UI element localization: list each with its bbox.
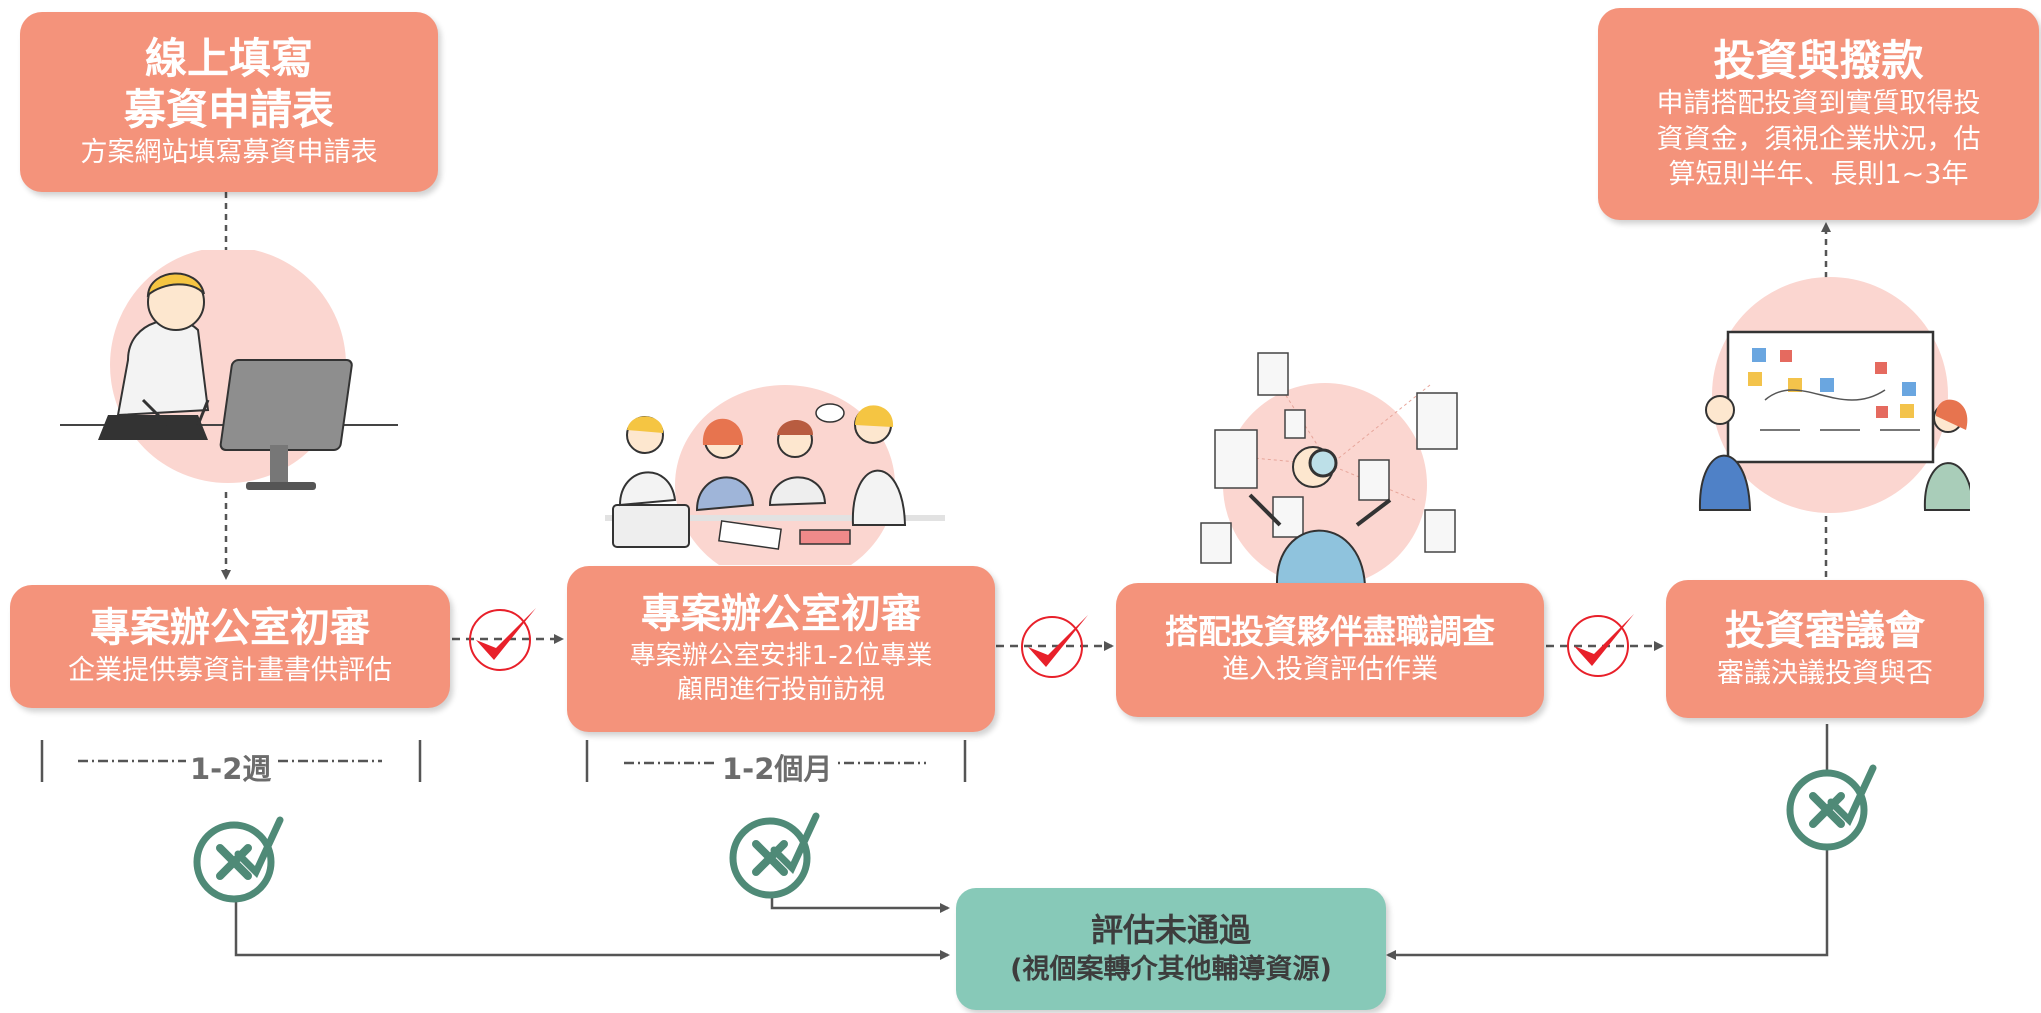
step-initial-review-subtitle: 企業提供募資計畫書供評估 bbox=[68, 655, 392, 687]
reject-x-circle-icon bbox=[193, 816, 284, 903]
step-funding-subtitle-line3: 算短則半年、長則1~3年 bbox=[1668, 159, 1969, 191]
step-funding-subtitle-line1: 申請搭配投資到實質取得投 bbox=[1656, 88, 1981, 120]
step-funding-title: 投資與撥款 bbox=[1713, 35, 1924, 85]
step-funding-subtitle-line2: 資資金，須視企業狀況，估 bbox=[1656, 123, 1981, 155]
step-online-form: 線上填寫 募資申請表 方案網站填寫募資申請表 bbox=[20, 12, 438, 192]
step-committee: 投資審議會 審議決議投資與否 bbox=[1666, 580, 1984, 718]
step-office-visit-title: 專案辦公室初審 bbox=[641, 591, 921, 638]
check-mark-icon bbox=[1021, 615, 1088, 678]
step-initial-review: 專案辦公室初審 企業提供募資計畫書供評估 bbox=[10, 585, 450, 708]
step-funding: 投資與撥款 申請搭配投資到實質取得投 資資金，須視企業狀況，估 算短則半年、長則… bbox=[1598, 8, 2039, 220]
step-committee-title: 投資審議會 bbox=[1725, 607, 1925, 654]
step-online-form-title-line1: 線上填寫 bbox=[144, 33, 313, 83]
step-online-form-subtitle: 方案網站填寫募資申請表 bbox=[80, 137, 378, 169]
duration-bracket-2 bbox=[585, 740, 967, 782]
step-due-diligence-subtitle: 進入投資評估作業 bbox=[1222, 654, 1438, 686]
step-office-visit-subtitle-line2: 顧問進行投前訪視 bbox=[676, 675, 885, 706]
duration-label-1: 1-2週 bbox=[186, 746, 276, 788]
magnifier-investigation-illustration bbox=[1200, 352, 1458, 585]
check-mark-icon bbox=[469, 608, 536, 671]
step-due-diligence-title: 搭配投資夥伴盡職調查 bbox=[1165, 612, 1495, 652]
step-committee-subtitle: 審議決議投資與否 bbox=[1717, 657, 1933, 689]
step-due-diligence: 搭配投資夥伴盡職調查 進入投資評估作業 bbox=[1116, 583, 1544, 717]
reject-x-circle-icon bbox=[729, 812, 820, 899]
whiteboard-presentation-illustration bbox=[1698, 277, 1970, 513]
duration-label-2: 1-2個月 bbox=[718, 746, 837, 788]
check-mark-icon bbox=[1567, 614, 1634, 677]
assessment-failed-box: 評估未通過 (視個案轉介其他輔導資源) bbox=[956, 888, 1386, 1010]
assessment-failed-note: (視個案轉介其他輔導資源) bbox=[1010, 954, 1332, 986]
team-meeting-illustration bbox=[605, 385, 945, 565]
reject-route-3 bbox=[1386, 724, 1829, 960]
step-online-form-title-line2: 募資申請表 bbox=[123, 85, 334, 135]
reject-route-1 bbox=[234, 858, 950, 960]
step-initial-review-title: 專案辦公室初審 bbox=[90, 605, 370, 652]
step-office-visit-subtitle-line1: 專案辦公室安排1-2位專業 bbox=[629, 641, 933, 672]
person-typing-computer-illustration bbox=[60, 250, 398, 490]
step-office-visit: 專案辦公室初審 專案辦公室安排1-2位專業 顧問進行投前訪視 bbox=[567, 566, 995, 732]
duration-bracket-1 bbox=[40, 740, 422, 782]
assessment-failed-title: 評估未通過 bbox=[1090, 911, 1251, 950]
reject-x-circle-icon bbox=[1786, 764, 1877, 851]
